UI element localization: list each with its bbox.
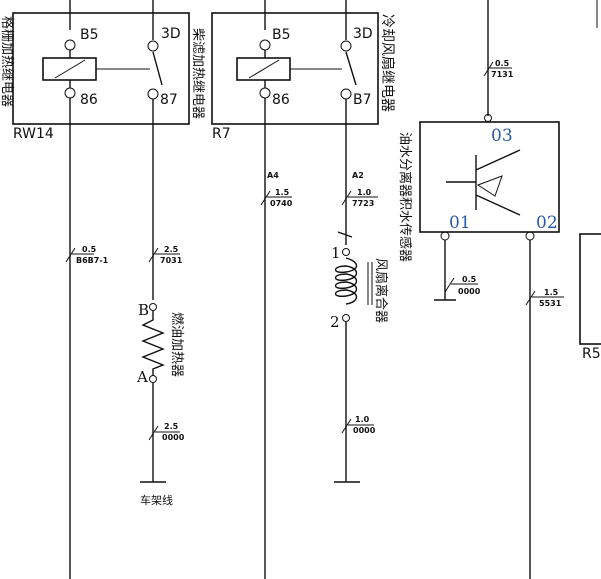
relay-r7-pin-b7 (340, 88, 352, 100)
sensor-pin-03-label: 03 (491, 126, 513, 146)
relay-r7-3d-label: 3D (353, 26, 373, 42)
relay-r7-86-label: 86 (272, 92, 290, 108)
wire-gauge-7: 0.5 (462, 275, 477, 284)
wire-code-4: 7723 (352, 199, 374, 208)
heater-name: 燃油加热器 (169, 312, 185, 377)
wire-label-fan-ground: 1.0 0000 (341, 415, 376, 435)
connector-a2: A2 (352, 171, 364, 180)
heater-pin-a: A (136, 368, 148, 386)
wire-gauge-0: 0.5 (82, 245, 97, 254)
sensor-pin-02 (525, 231, 535, 241)
sensor-arrow (476, 175, 503, 197)
relay-r7-b7-label: B7 (353, 92, 372, 108)
wire-code-6: 7131 (491, 70, 514, 79)
fan-clutch: 1 2 风扇离合器 (330, 231, 389, 483)
relay-rw14-ref: RW14 (13, 126, 54, 142)
wire-code-1: 7031 (160, 256, 183, 265)
wire-code-3: 0740 (270, 199, 293, 208)
fuel-heater: B A 燃油加热器 车架线 (136, 301, 185, 507)
relay-r7: B5 3D 86 B7 R7 柴滤加热继电器 (190, 0, 379, 142)
relay-r7-pin-3d (340, 40, 352, 52)
wire-label-5531: 1.5 5531 (525, 288, 564, 308)
water-sensor-box (419, 121, 560, 233)
sensor-pin-01 (440, 231, 450, 241)
relay-r7-pin-86 (259, 87, 271, 99)
wire-gauge-1: 2.5 (164, 245, 179, 254)
wire-gauge-6: 0.5 (495, 59, 510, 68)
relay-rw14-86-label: 86 (80, 92, 98, 108)
wire-label-b6b7: 0.5 B6B7-1 (65, 245, 109, 265)
wire-gauge-2: 2.5 (164, 422, 179, 431)
wire-label-heater-ground: 2.5 0000 (148, 422, 185, 442)
sensor-pin-01-label: 01 (449, 213, 471, 233)
connector-a4: A4 (267, 171, 279, 180)
wire-code-8: 5531 (539, 299, 562, 308)
relay-r7-pin-b5 (259, 39, 271, 51)
relay-rw14-87-label: 87 (160, 92, 178, 108)
relay-rw14-pin-3d (147, 40, 159, 52)
wire-label-sensor-ground: 0.5 0000 (434, 275, 481, 301)
sensor-pin-02-label: 02 (536, 213, 558, 233)
relay-rw14-b5-label: B5 (80, 27, 99, 43)
fan-clutch-name: 风扇离合器 (373, 258, 389, 323)
fan-clutch-coil (334, 257, 358, 305)
relay-r7-ref: R7 (212, 126, 231, 142)
wire-label-7131: 0.5 7131 (483, 59, 514, 79)
heater-pin-b: B (138, 301, 149, 319)
relay-rw14-pin-87 (147, 88, 159, 100)
wire-label-7723: 1.0 7723 (341, 188, 378, 208)
wire-code-0: B6B7-1 (76, 256, 109, 265)
r5-box (579, 233, 601, 345)
relay-rw14-pin-86 (64, 87, 76, 99)
wire-gauge-4: 1.0 (357, 188, 372, 197)
heater-resistor (141, 311, 165, 376)
fan-clutch-pin-1: 1 (331, 244, 341, 262)
wire-gauge-5: 1.0 (355, 415, 370, 424)
water-sensor: 03 01 02 油水分离器积水传感器 (397, 114, 560, 262)
fan-relay-name: 冷却风扇继电器 (379, 14, 395, 112)
relay-rw14-pin-b5 (64, 39, 76, 51)
wire-gauge-8: 1.5 (544, 288, 559, 297)
sensor-name: 油水分离器积水传感器 (397, 132, 413, 262)
wire-label-0740: 1.5 0740 (260, 188, 293, 208)
wire-code-7: 0000 (458, 287, 481, 296)
relay-rw14: B5 3D 86 87 RW14 格栅加热继电器 (0, 0, 190, 142)
wire-gauge-3: 1.5 (275, 188, 290, 197)
fan-clutch-pin-2: 2 (330, 313, 340, 331)
r5-ref: R5 (582, 346, 601, 362)
relay-rw14-box (12, 12, 190, 125)
relay-rw14-3d-label: 3D (161, 26, 181, 42)
relay-r7-b5-label: B5 (272, 27, 291, 43)
wire-code-5: 0000 (353, 426, 376, 435)
relay-rw14-name: 格栅加热继电器 (0, 16, 15, 107)
relay-r7-box (211, 12, 379, 125)
ground-label: 车架线 (140, 493, 173, 507)
wire-label-7031: 2.5 7031 (148, 245, 183, 265)
wire-code-2: 0000 (162, 433, 185, 442)
relay-r7-name: 柴滤加热继电器 (190, 28, 205, 119)
